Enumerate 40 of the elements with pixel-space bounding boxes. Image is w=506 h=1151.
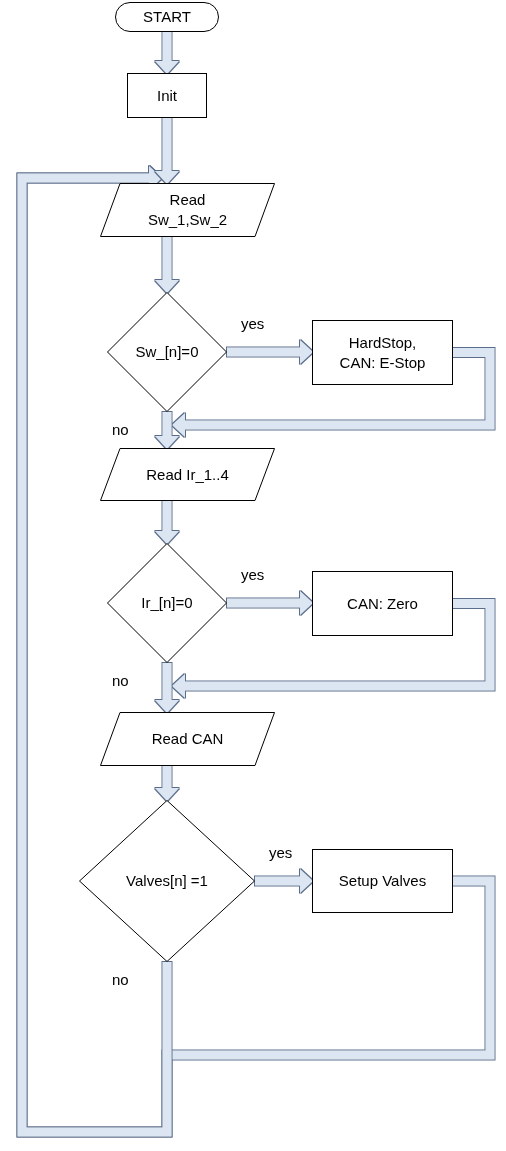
node-text: Read Sw_1,Sw_2 [146,190,229,230]
block-arrow [155,237,179,293]
block-arrow [172,599,495,698]
input-parallelogram [100,448,275,501]
block-arrow [172,348,495,437]
node-text: START [142,7,192,27]
decision-diamond [107,292,227,412]
process-box [127,73,207,118]
node-text: Read CAN [150,729,225,749]
edge-label: yes [269,843,293,863]
edge-label: no [112,671,129,691]
node-text: Read Ir_1..4 [145,464,230,485]
decision-diamond [79,800,255,962]
input-parallelogram [100,183,275,237]
block-arrow [155,32,179,74]
input-parallelogram [100,712,275,766]
decision-diamond [107,543,227,663]
block-arrow [155,412,179,449]
block-arrow [227,340,313,364]
block-arrow [155,118,179,184]
edge-label: no [112,420,129,440]
process-box [312,571,453,636]
node-text: Setup Valves [337,871,428,891]
node-text: Ir_[n]=0 [140,593,194,613]
node-text: Init [156,85,178,106]
block-arrow [155,501,179,544]
node-text: Sw_[n]=0 [134,342,200,362]
process-box [312,320,453,385]
node-text: CAN: Zero [346,593,419,614]
node-text: Valves[n] =1 [125,871,209,891]
edge-label: no [112,970,129,990]
edge-label: yes [241,565,265,585]
edge-label: yes [241,314,265,334]
block-arrow [227,591,313,615]
node-text: HardStop, CAN: E-Stop [338,332,427,373]
block-arrow [255,869,313,893]
block-arrow [155,766,179,801]
process-box [312,849,453,913]
block-arrow [17,166,172,1137]
start-terminal [115,2,219,32]
